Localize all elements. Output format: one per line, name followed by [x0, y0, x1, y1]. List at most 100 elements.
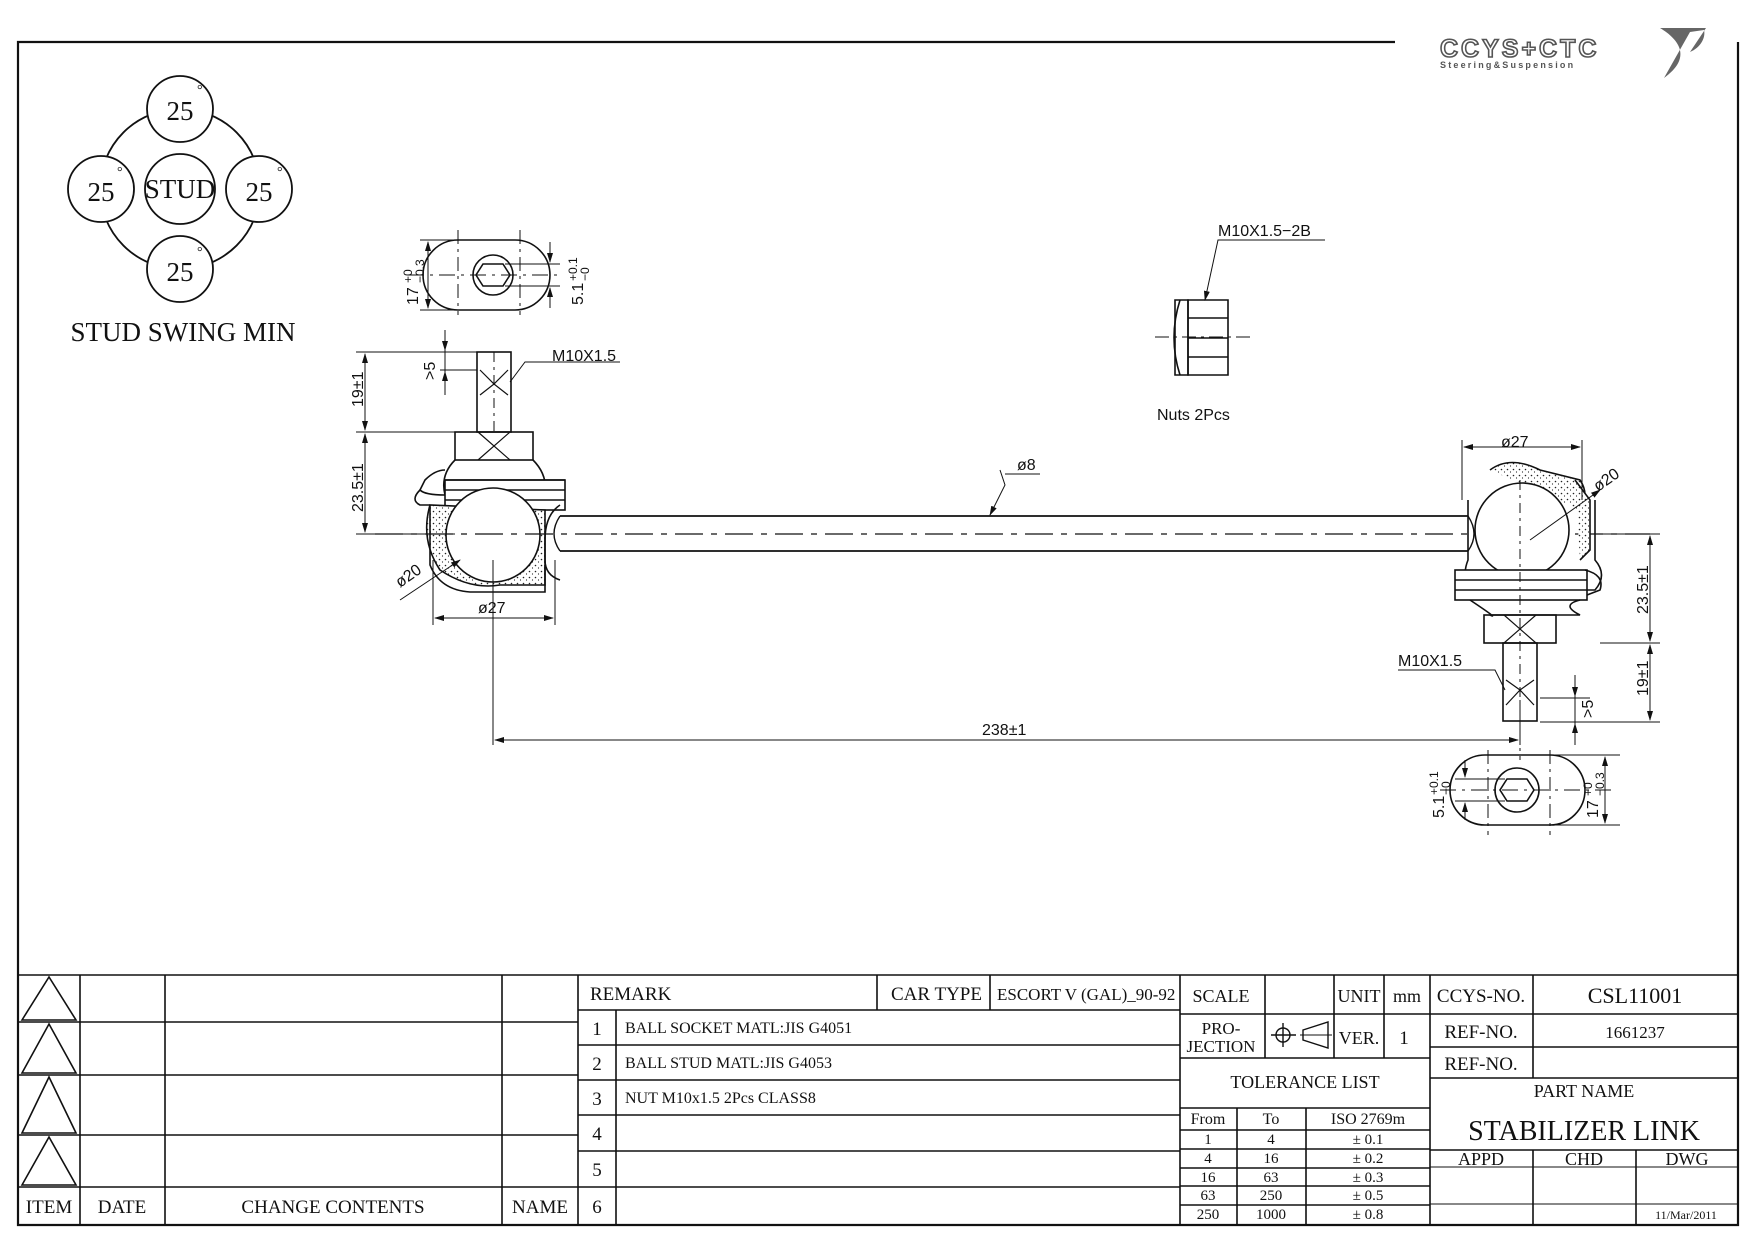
tolerance-to: 1000: [1256, 1207, 1286, 1223]
logo-mark-icon: [1660, 28, 1706, 78]
ref-no-value: 1661237: [1605, 1023, 1665, 1042]
hex-width-dim-right: 17: [1585, 800, 1602, 818]
ref-no-label: REF-NO.: [1444, 1022, 1517, 1043]
title-block-grid: [18, 974, 1738, 1225]
projection-label-1: PRO-: [1202, 1019, 1241, 1038]
tolerance-value: ± 0.1: [1353, 1132, 1384, 1148]
tolerance-to: 16: [1264, 1151, 1280, 1167]
projection-symbol-icon: [1271, 1021, 1332, 1049]
remark-no: 6: [592, 1197, 602, 1218]
unit-value: mm: [1393, 986, 1421, 1006]
car-type-label: CAR TYPE: [891, 984, 982, 1005]
tolerance-header-to: To: [1263, 1111, 1280, 1128]
projection-label-2: JECTION: [1187, 1037, 1256, 1056]
nut-drawing: [1155, 239, 1325, 376]
thread-depth-dim-right: >5: [1580, 700, 1597, 718]
tolerance-to: 4: [1267, 1132, 1275, 1148]
logo-brand: CCYS+CTC: [1440, 35, 1599, 63]
center-length-dim: 238±1: [982, 722, 1026, 739]
socket-tol-upper-right: +0.1: [1427, 771, 1441, 795]
tolerance-from: 250: [1197, 1207, 1220, 1223]
remark-no: 3: [592, 1089, 602, 1110]
socket-tol-upper: +0.1: [566, 257, 580, 281]
stud-height-dim-left: 23.5±1: [350, 463, 367, 512]
stud-length-dim-right: 19±1: [1635, 660, 1652, 696]
tolerance-from: 1: [1204, 1132, 1212, 1148]
hex-width-dim: 17: [405, 287, 422, 305]
socket-tol-lower-right: −0: [1439, 781, 1453, 795]
rod-dia: ø8: [1017, 457, 1036, 474]
stud-swing-diagram: [67, 75, 293, 303]
tolerance-from: 63: [1201, 1188, 1216, 1204]
tolerance-value: ± 0.3: [1353, 1170, 1384, 1186]
unit-label: UNIT: [1338, 986, 1381, 1006]
tolerance-header-from: From: [1191, 1111, 1226, 1128]
tolerance-value: ± 0.8: [1353, 1207, 1384, 1223]
ccys-no-value: CSL11001: [1588, 983, 1683, 1008]
ball-joint-right: [1454, 461, 1603, 760]
stud-length-dim-left: 19±1: [350, 371, 367, 407]
rev-header-name: NAME: [512, 1197, 568, 1218]
tolerance-header-iso: ISO 2769m: [1331, 1111, 1406, 1128]
hex-tol-lower: −0.3: [413, 259, 427, 283]
stud-end-view-right: [1440, 750, 1620, 835]
remark-no: 2: [592, 1054, 602, 1075]
stabilizer-rod: [375, 515, 1650, 552]
scale-label: SCALE: [1192, 986, 1249, 1006]
tolerance-to: 63: [1264, 1170, 1279, 1186]
hex-tol-upper: +0: [401, 269, 415, 283]
ccys-no-label: CCYS-NO.: [1437, 986, 1525, 1007]
housing-dia-left: ø27: [478, 600, 506, 617]
revision-triangles: [20, 975, 78, 1186]
dwg-label: DWG: [1666, 1149, 1709, 1169]
part-name-value: STABILIZER LINK: [1468, 1116, 1700, 1147]
tolerance-title: TOLERANCE LIST: [1230, 1072, 1379, 1092]
rev-header-change: CHANGE CONTENTS: [241, 1197, 424, 1218]
version-value: 1: [1399, 1028, 1409, 1049]
sheet-border: [16, 40, 1740, 1227]
left-dimension-lines: [356, 330, 1521, 745]
nut-spec-label: M10X1.5−2B: [1218, 223, 1311, 240]
thread-label-left: M10X1.5: [552, 348, 616, 365]
tolerance-from: 4: [1204, 1151, 1212, 1167]
stud-height-dim-right: 23.5±1: [1635, 565, 1652, 614]
housing-dia-right: ø27: [1501, 434, 1529, 451]
tolerance-from: 16: [1201, 1170, 1217, 1186]
rev-header-item: ITEM: [26, 1197, 73, 1218]
remark-text: BALL STUD MATL:JIS G4053: [625, 1055, 832, 1072]
thread-depth-dim-left: >5: [422, 362, 439, 380]
remark-text: NUT M10x1.5 2Pcs CLASS8: [625, 1090, 816, 1107]
socket-dim: 5.1: [570, 283, 587, 305]
ball-dia-right: ø20: [1591, 465, 1623, 495]
swing-caption: STUD SWING MIN: [71, 317, 296, 347]
degree-mark: °: [117, 165, 123, 180]
swing-angle-left: 25: [88, 177, 115, 207]
remark-no: 4: [592, 1124, 602, 1145]
part-name-label: PART NAME: [1534, 1081, 1634, 1101]
degree-mark: °: [197, 83, 203, 98]
socket-dim-right: 5.1: [1431, 796, 1448, 818]
car-type-value: ESCORT V (GAL)_90-92: [997, 985, 1175, 1004]
socket-tol-lower: −0: [578, 267, 592, 281]
thread-label-right: M10X1.5: [1398, 653, 1462, 670]
swing-center-label: STUD: [145, 174, 216, 204]
tolerance-to: 250: [1260, 1188, 1283, 1204]
stud-end-view-left: [408, 230, 560, 315]
version-label: VER.: [1339, 1028, 1380, 1048]
swing-angle-top: 25: [167, 96, 194, 126]
company-logo: CCYS+CTC Steering&Suspension: [1439, 28, 1706, 78]
degree-mark: °: [197, 245, 203, 260]
hex-tol-lower-right: −0.3: [1593, 772, 1607, 796]
degree-mark: °: [277, 165, 283, 180]
hex-tol-upper-right: +0: [1581, 782, 1595, 796]
right-dimension-lines: [1398, 440, 1660, 745]
swing-angle-right: 25: [246, 177, 273, 207]
rev-header-date: DATE: [98, 1197, 147, 1218]
remark-no: 5: [592, 1160, 602, 1181]
swing-angle-bottom: 25: [167, 257, 194, 287]
chd-label: CHD: [1565, 1149, 1603, 1169]
tolerance-value: ± 0.5: [1353, 1188, 1384, 1204]
remark-header: REMARK: [590, 984, 672, 1005]
tolerance-value: ± 0.2: [1353, 1151, 1384, 1167]
